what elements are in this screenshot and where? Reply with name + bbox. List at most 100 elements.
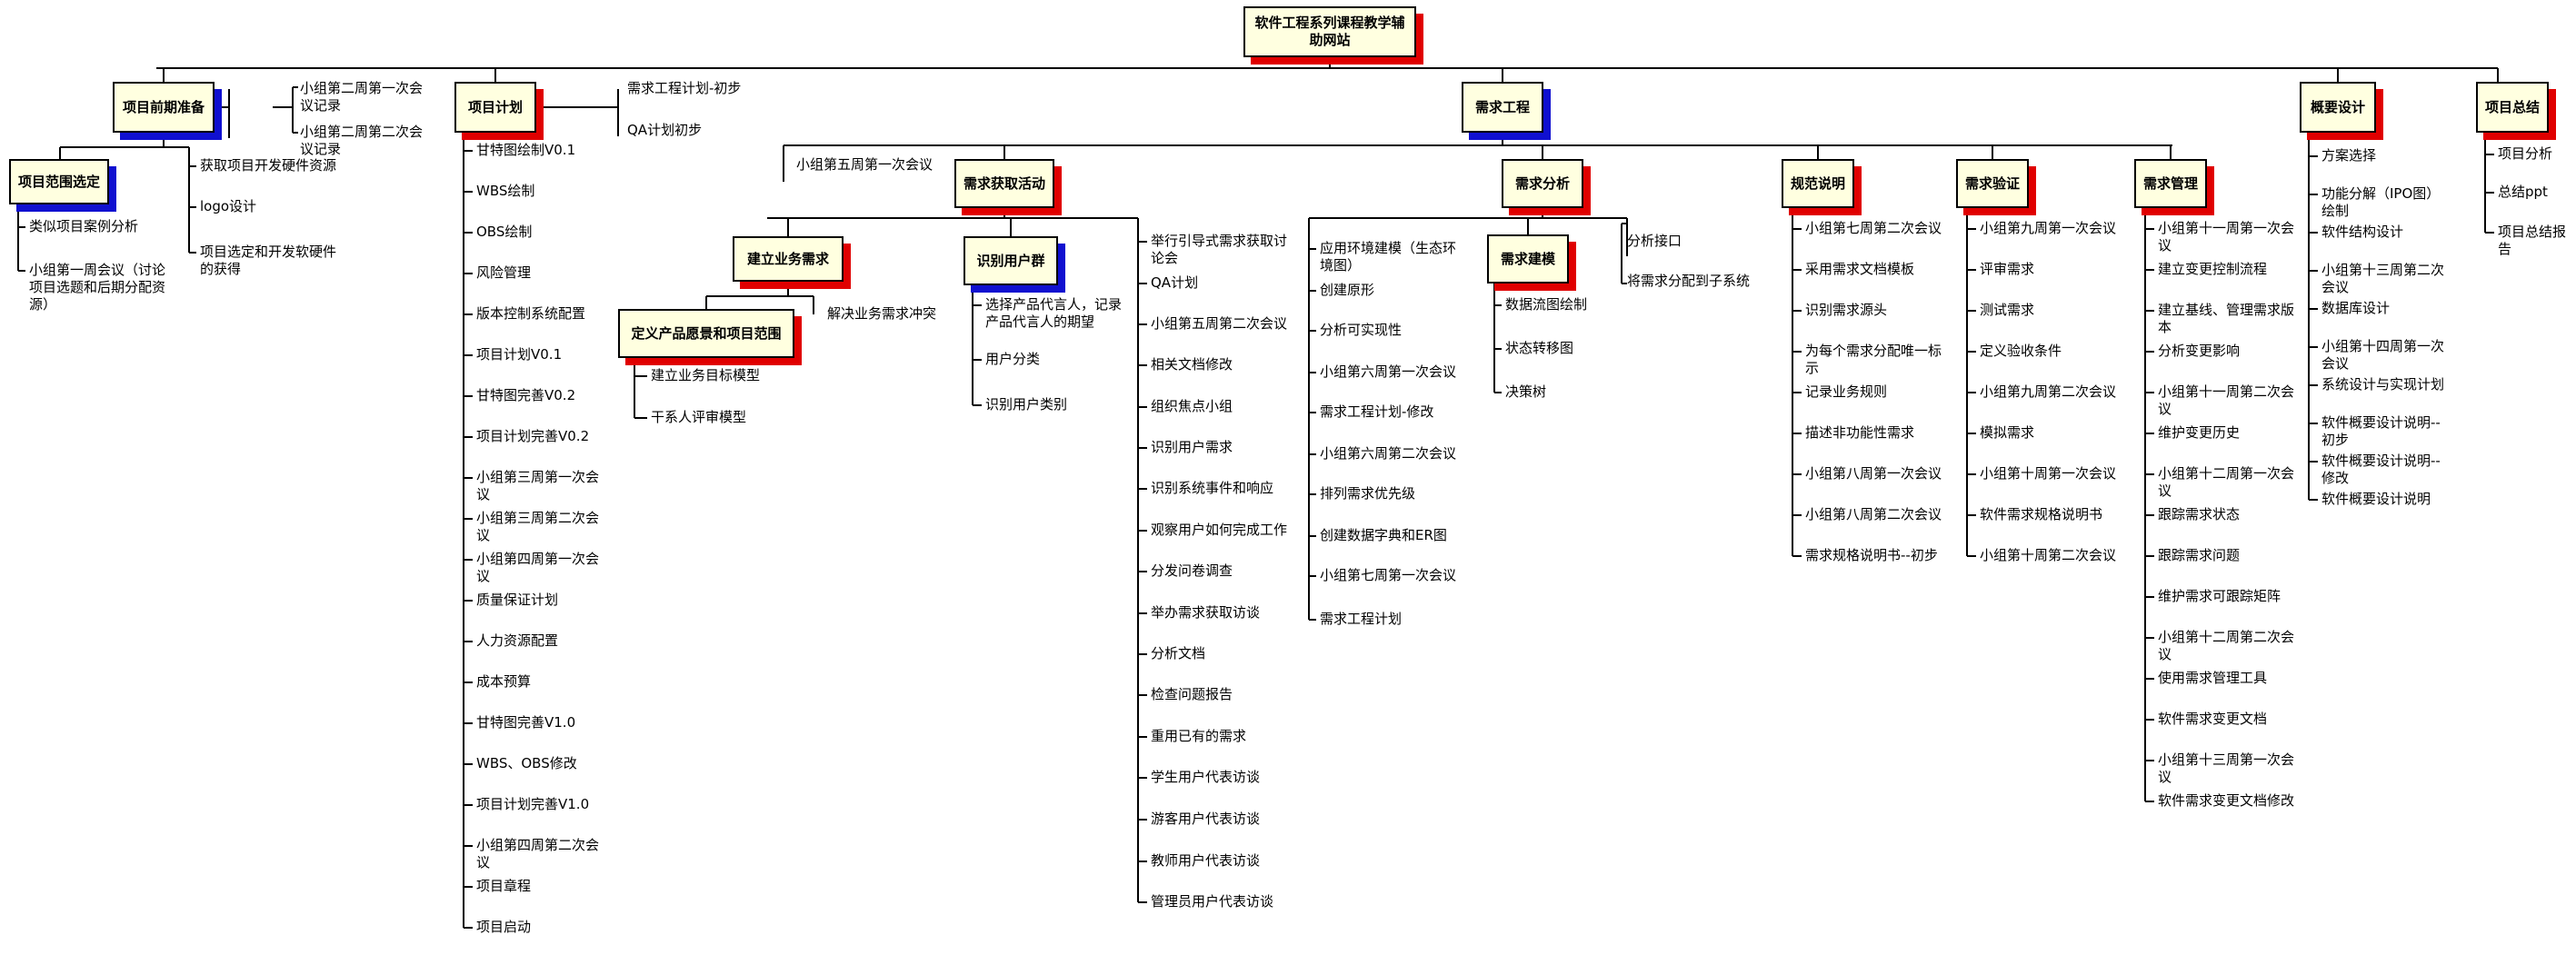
task-item: 人力资源配置 [476,632,559,649]
task-item: 小组第十二周第一次会议 [2158,465,2295,499]
task-item: 跟踪需求状态 [2158,506,2241,522]
node-elicitation[interactable]: 需求获取活动 [954,159,1054,208]
note-item: QA计划初步 [627,122,703,138]
task-item: 项目启动 [476,919,532,935]
task-item: OBS绘制 [476,224,533,240]
task-item: 小组第八周第二次会议 [1805,506,1942,522]
node-business-requirements[interactable]: 建立业务需求 [733,236,844,282]
task-item: 使用需求管理工具 [2158,670,2268,686]
task-item: 小组第三周第二次会议 [476,510,600,543]
task-item: 相关文档修改 [1151,356,1233,373]
task-item: 软件概要设计说明--修改 [2321,453,2441,486]
note-item: 小组第二周第二次会议记录 [300,124,424,157]
task-item: 干系人评审模型 [651,409,747,425]
node-project-plan[interactable]: 项目计划 [454,82,536,133]
root-node[interactable]: 软件工程系列课程教学辅助网站 [1243,6,1416,57]
task-item: 软件需求规格说明书 [1980,506,2103,522]
task-item: 软件需求变更文档 [2158,711,2268,727]
task-item: 维护变更历史 [2158,424,2241,441]
note-item: 分析接口 [1627,233,1682,249]
task-item: 评审需求 [1980,261,2035,277]
task-item: 数据库设计 [2321,300,2391,316]
task-item: 小组第六周第二次会议 [1320,445,1457,462]
task-item: 模拟需求 [1980,424,2035,441]
note-item: 将需求分配到子系统 [1627,273,1751,289]
task-item: 采用需求文档模板 [1805,261,1915,277]
task-item: 小组第三周第一次会议 [476,469,600,502]
task-item: 功能分解（IPO图）绘制 [2321,185,2441,219]
note-item: 小组第五周第一次会议 [796,156,934,173]
task-item: 游客用户代表访谈 [1151,811,1261,827]
task-item: 项目分析 [2498,145,2553,162]
task-item: 方案选择 [2321,147,2377,164]
task-item: 甘特图绘制V0.1 [476,142,576,158]
task-item: 维护需求可跟踪矩阵 [2158,588,2281,604]
task-item: WBS、OBS修改 [476,755,577,771]
note-item: 小组第二周第一次会议记录 [300,80,424,114]
node-product-vision[interactable]: 定义产品愿景和项目范围 [618,309,794,358]
task-item: 小组第一周会议（讨论项目选题和后期分配资源） [29,262,166,313]
task-item: 观察用户如何完成工作 [1151,522,1288,538]
task-item: 小组第十周第二次会议 [1980,547,2117,563]
task-item: 需求工程计划 [1320,611,1403,627]
task-item: 测试需求 [1980,302,2035,318]
node-preliminary-design[interactable]: 概要设计 [2300,82,2376,133]
task-item: 记录业务规则 [1805,383,1888,400]
task-item: 项目计划完善V1.0 [476,796,590,812]
task-item: 数据流图绘制 [1505,296,1588,313]
note-item: 需求工程计划-初步 [627,80,742,96]
task-item: 应用环境建模（生态环境图） [1320,240,1457,274]
node-modeling[interactable]: 需求建模 [1487,234,1569,284]
task-item: 识别用户类别 [985,396,1068,413]
task-item: 举办需求获取访谈 [1151,604,1261,621]
task-item: 跟踪需求问题 [2158,547,2241,563]
task-item: 识别需求源头 [1805,302,1888,318]
task-item: 项目章程 [476,878,532,894]
task-item: 小组第八周第一次会议 [1805,465,1942,482]
task-item: 决策树 [1505,383,1547,400]
task-item: 建立基线、管理需求版本 [2158,302,2295,335]
node-user-classes[interactable]: 识别用户群 [964,236,1058,285]
task-item: 成本预算 [476,673,532,690]
task-item: 状态转移图 [1505,340,1574,356]
task-item: 甘特图完善V0.2 [476,387,576,403]
task-item: 质量保证计划 [476,592,559,608]
task-item: 小组第九周第一次会议 [1980,220,2117,236]
node-project-scope[interactable]: 项目范围选定 [9,159,109,204]
node-project-summary[interactable]: 项目总结 [2476,82,2549,133]
task-item: 需求工程计划-修改 [1320,403,1434,420]
task-item: 用户分类 [985,351,1041,367]
node-requirements-engineering[interactable]: 需求工程 [1462,82,1543,133]
task-item: 分析文档 [1151,645,1206,662]
task-item: 选择产品代言人，记录产品代言人的期望 [985,296,1123,330]
task-item: 分析可实现性 [1320,322,1403,338]
task-item: 小组第五周第二次会议 [1151,315,1288,332]
task-item: 甘特图完善V1.0 [476,714,576,731]
node-project-prework[interactable]: 项目前期准备 [113,82,215,133]
task-item: 小组第十二周第二次会议 [2158,629,2295,662]
task-item: 类似项目案例分析 [29,218,139,234]
node-management[interactable]: 需求管理 [2134,159,2207,208]
task-item: 建立业务目标模型 [651,367,761,383]
task-item: 项目选定和开发软硬件的获得 [200,244,337,277]
task-item: 识别用户需求 [1151,439,1233,455]
task-item: 版本控制系统配置 [476,305,586,322]
task-item: 识别系统事件和响应 [1151,480,1274,496]
task-item: 建立变更控制流程 [2158,261,2268,277]
task-item: 小组第四周第二次会议 [476,837,600,870]
task-item: 风险管理 [476,264,532,281]
task-item: logo设计 [200,198,257,214]
node-analysis[interactable]: 需求分析 [1502,159,1583,208]
task-item: 软件概要设计说明 [2321,491,2431,507]
task-item: WBS绘制 [476,183,535,199]
task-item: 总结ppt [2498,184,2548,200]
task-item: 小组第十一周第二次会议 [2158,383,2295,417]
task-item: 教师用户代表访谈 [1151,852,1261,869]
node-specification[interactable]: 规范说明 [1782,159,1854,208]
task-item: 小组第九周第二次会议 [1980,383,2117,400]
task-item: 获取项目开发硬件资源 [200,157,337,174]
node-validation[interactable]: 需求验证 [1956,159,2029,208]
task-item: 系统设计与实现计划 [2321,376,2445,393]
task-item: 软件需求变更文档修改 [2158,792,2295,809]
